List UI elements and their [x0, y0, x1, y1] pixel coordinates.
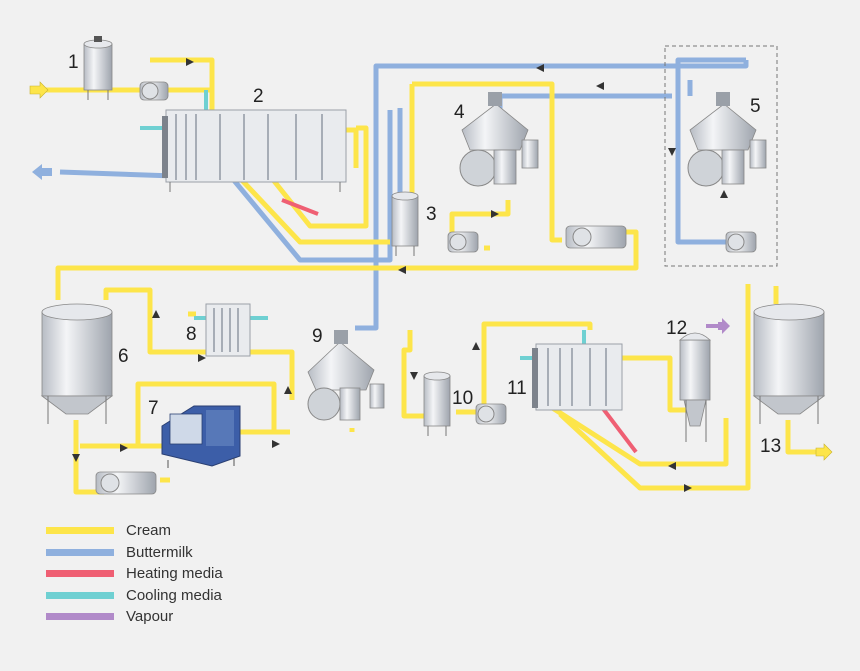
separator-9 — [307, 330, 385, 421]
plate-heat-exchanger-2 — [162, 109, 347, 192]
unit-number-5: 5 — [750, 96, 761, 117]
tank-3 — [391, 191, 419, 256]
legend-item-buttermilk: Buttermilk — [46, 542, 306, 564]
unit-number-9: 9 — [312, 326, 323, 347]
optional-unit-box — [664, 45, 778, 267]
tank-10 — [423, 371, 451, 436]
unit-number-1: 1 — [68, 52, 79, 73]
legend-item-cooling-media: Cooling media — [46, 585, 306, 607]
machine-7 — [161, 405, 241, 468]
legend-swatch-heating-media — [46, 570, 114, 578]
separator-4 — [459, 92, 539, 187]
cream-inlet-arrow — [29, 81, 49, 99]
tank-1 — [83, 36, 113, 100]
legend-label: Cream — [126, 522, 172, 540]
unit-number-10: 10 — [452, 388, 473, 409]
plate-heat-exchanger-11 — [532, 343, 623, 411]
plate-heat-exchanger-8 — [205, 303, 251, 357]
legend-label: Vapour — [126, 608, 174, 626]
pump-1 — [139, 81, 169, 101]
pump-3 — [447, 231, 479, 253]
unit-number-2: 2 — [253, 86, 264, 107]
unit-number-11: 11 — [507, 378, 527, 399]
pump-10 — [475, 403, 507, 425]
legend-label: Cooling media — [126, 586, 222, 604]
flow-direction-arrows — [72, 58, 728, 492]
legend-item-cream: Cream — [46, 520, 306, 542]
legend-item-vapour: Vapour — [46, 606, 306, 628]
pump-6 — [95, 471, 157, 495]
tank-6 — [40, 303, 114, 424]
separator-5 — [687, 92, 767, 187]
legend-swatch-buttermilk — [46, 548, 114, 556]
cream-outlet-arrow — [815, 443, 833, 461]
pump-4 — [565, 225, 627, 249]
unit-number-13: 13 — [760, 436, 781, 457]
vapour-outlet-arrow — [718, 318, 730, 334]
buttermilk-outlet-arrow — [32, 164, 52, 180]
pump-5 — [725, 231, 757, 253]
unit-number-4: 4 — [454, 102, 465, 123]
legend-label: Buttermilk — [126, 543, 193, 561]
legend-swatch-cooling-media — [46, 591, 114, 599]
unit-number-12: 12 — [666, 318, 687, 339]
unit-number-3: 3 — [426, 204, 437, 225]
unit-number-8: 8 — [186, 324, 197, 345]
tank-13 — [752, 303, 826, 424]
legend-swatch-vapour — [46, 613, 114, 621]
legend: Cream Buttermilk Heating media Cooling m… — [46, 520, 306, 628]
legend-swatch-cream — [46, 527, 114, 535]
unit-number-7: 7 — [148, 398, 159, 419]
legend-label: Heating media — [126, 565, 223, 583]
unit-number-6: 6 — [118, 346, 129, 367]
legend-item-heating-media: Heating media — [46, 563, 306, 585]
deaerator-12 — [678, 332, 712, 442]
